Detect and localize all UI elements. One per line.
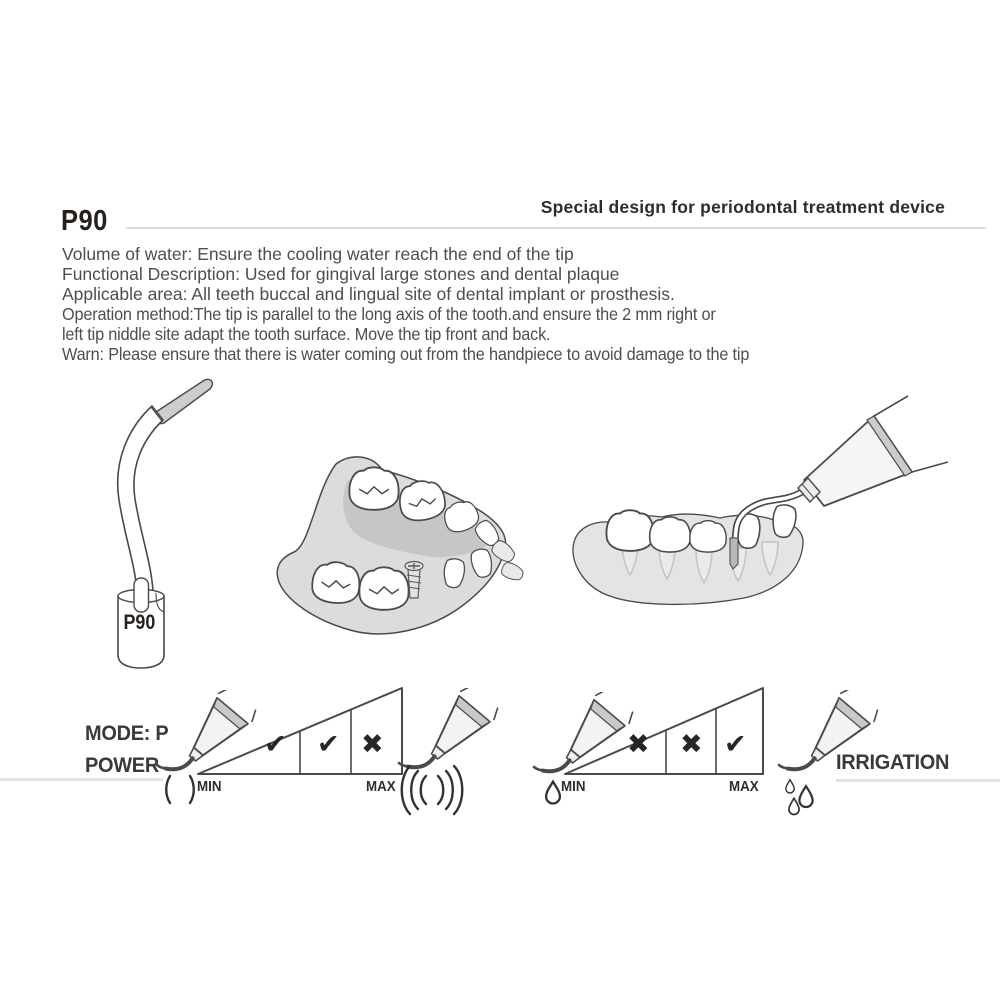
power-scale-triangle	[197, 687, 403, 775]
description-block: Volume of water: Ensure the cooling wate…	[62, 244, 992, 364]
page-tagline: Special design for periodontal treatment…	[540, 197, 945, 217]
power-zone1-mark: ✔	[264, 729, 287, 760]
description-line: Warn: Please ensure that there is water …	[62, 344, 750, 364]
mode-label: MODE: P	[85, 722, 169, 745]
description-line: Operation method:The tip is parallel to …	[62, 304, 716, 324]
description-line: Functional Description: Used for gingiva…	[62, 264, 620, 284]
power-zone2-mark: ✔	[317, 729, 340, 760]
irrigation-min-label: MIN	[561, 779, 586, 795]
implant-screw	[404, 560, 424, 599]
handpiece-usage-illustration	[572, 395, 949, 606]
description-line: Volume of water: Ensure the cooling wate…	[62, 244, 574, 264]
description-line: Applicable area: All teeth buccal and li…	[62, 284, 675, 304]
irrigation-zone2-mark: ✖	[680, 729, 703, 760]
irrigation-label: IRRIGATION	[836, 751, 950, 774]
irrigation-scale-triangle	[564, 687, 764, 775]
power-label: POWER	[85, 754, 159, 777]
model-title: P90	[61, 205, 108, 237]
scaler-tip-weak-vibration-icon	[154, 690, 262, 805]
irrigation-zone3-mark: ✔	[724, 729, 747, 760]
power-underline	[0, 778, 163, 781]
header-divider	[126, 227, 986, 229]
tip-base-model-label: P90	[123, 611, 156, 634]
irrigation-max-label: MAX	[729, 779, 759, 795]
scaler-tip-illustration	[116, 378, 214, 669]
power-min-label: MIN	[197, 779, 222, 795]
power-zone3-mark: ✖	[361, 729, 384, 760]
jaw-implant-illustration	[276, 456, 526, 635]
irrigation-underline	[836, 779, 1000, 782]
irrigation-zone1-mark: ✖	[627, 729, 650, 760]
scaler-tip-strong-vibration-icon	[396, 688, 504, 816]
description-line: left tip niddle site adapt the tooth sur…	[62, 324, 551, 344]
power-max-label: MAX	[366, 779, 396, 795]
